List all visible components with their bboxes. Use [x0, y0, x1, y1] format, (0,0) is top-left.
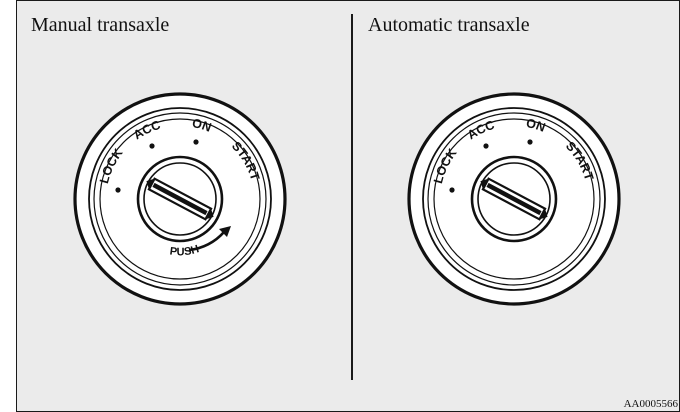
key-cylinder-inner [477, 162, 551, 236]
figure-code: AA0005566 [623, 398, 678, 410]
automatic-transaxle-title: Automatic transaxle [368, 14, 530, 36]
push-label: PUSH [169, 243, 201, 258]
bezel-ring [433, 118, 595, 280]
bezel-ring [93, 112, 267, 286]
svg-text:PUSH: PUSH [169, 243, 201, 258]
on-position-dot [193, 139, 199, 145]
key-slot-icon [480, 177, 548, 221]
acc-position-dot [149, 143, 155, 149]
lock-position-dot [449, 187, 455, 193]
automatic-ignition-switch: LOCK ACC ON START [407, 92, 621, 306]
lock-position-dot [115, 187, 121, 193]
bezel-ring [99, 118, 261, 280]
bezel-ring [88, 107, 272, 291]
on-position-dot [527, 139, 533, 145]
acc-position-dot [483, 143, 489, 149]
panel-divider [351, 14, 353, 380]
manual-transaxle-title: Manual transaxle [31, 14, 170, 36]
key-slot-icon [146, 177, 214, 221]
key-cylinder-inner [143, 162, 217, 236]
push-arrow-head-icon [219, 226, 231, 237]
bezel-ring [427, 112, 601, 286]
manual-ignition-switch: LOCK ACC ON START PUSH [73, 92, 287, 306]
push-arrow-icon [188, 231, 225, 252]
bezel-ring [422, 107, 606, 291]
